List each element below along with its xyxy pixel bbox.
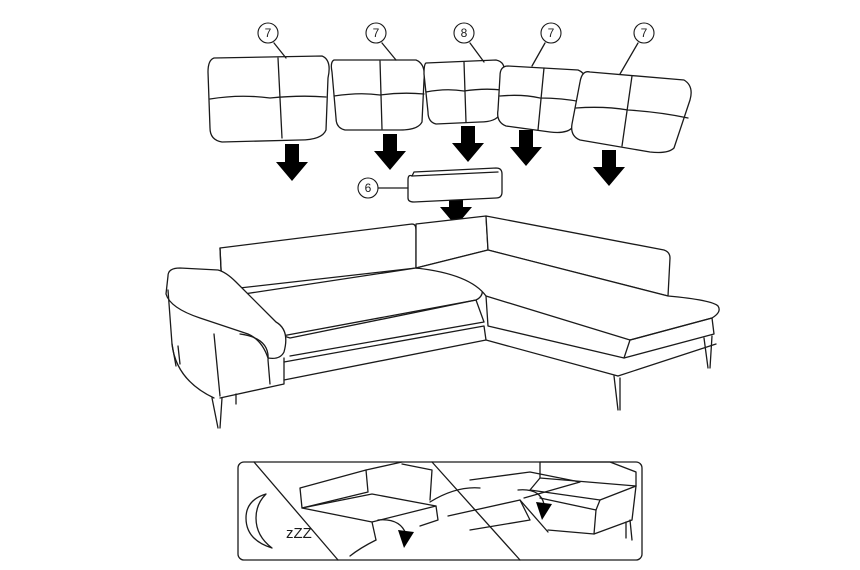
- callout-7-c: 7: [531, 22, 562, 67]
- curved-arrow-icon: [536, 502, 552, 520]
- down-arrow-icon: [374, 134, 406, 170]
- headrest-cushion-4: [497, 65, 586, 134]
- sleep-step-2: [429, 471, 581, 533]
- sleep-step-1: [299, 461, 439, 557]
- corner-sofa: [165, 215, 720, 429]
- callout-6: 6: [357, 177, 409, 199]
- curved-arrow-icon: [398, 530, 414, 548]
- crescent-moon-icon: [245, 493, 273, 549]
- callout-number: 6: [365, 181, 372, 195]
- headrest-cushion-5: [571, 71, 692, 154]
- callout-8: 8: [453, 22, 485, 63]
- callout-7-d: 7: [619, 22, 655, 75]
- down-arrow-icon: [593, 150, 625, 186]
- callout-7-a: 7: [257, 22, 287, 59]
- headrest-cushion-2: [330, 59, 425, 131]
- callout-number: 7: [548, 26, 555, 40]
- down-arrow-icon: [510, 130, 542, 166]
- callout-number: 8: [461, 26, 468, 40]
- down-arrow-icon: [440, 190, 472, 226]
- sleep-function-panel: zZZ: [237, 461, 643, 561]
- headrest-cushion-1: [207, 55, 330, 143]
- callout-number: 7: [265, 26, 272, 40]
- down-arrow-icon: [452, 126, 484, 162]
- corner-headrest-6: [407, 167, 503, 203]
- headrest-cushion-3: [423, 59, 505, 125]
- sleep-step-3: [529, 461, 637, 541]
- callout-number: 7: [373, 26, 380, 40]
- sleep-label: zZZ: [286, 525, 312, 542]
- down-arrow-icon: [276, 144, 308, 181]
- callout-7-b: 7: [365, 22, 397, 61]
- callout-number: 7: [641, 26, 648, 40]
